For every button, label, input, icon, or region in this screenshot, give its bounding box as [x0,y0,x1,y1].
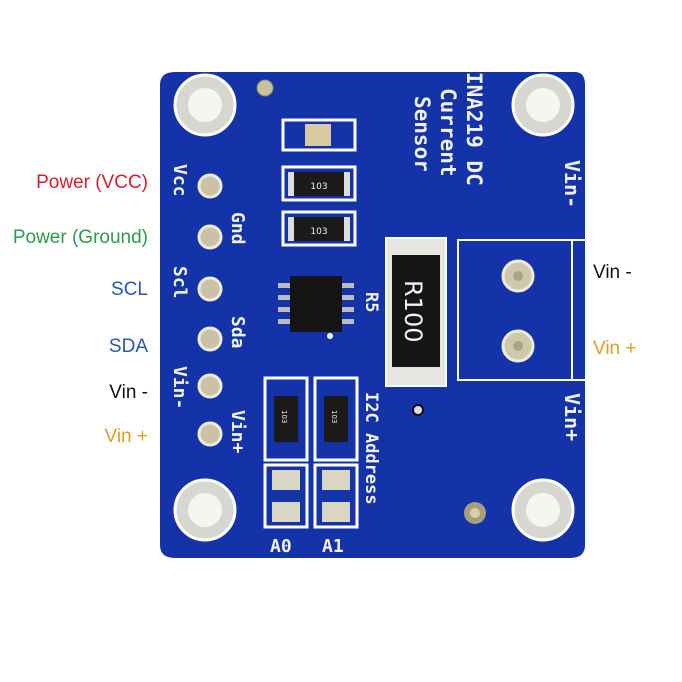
ina219-chip [278,276,354,339]
label-vin-minus-left: Vin - [109,382,148,403]
smd-resistors: 103 103 [281,118,357,247]
jumper-a1-label: A1 [322,536,344,557]
terminal-vin-plus-silk: Vin+ [560,393,584,441]
svg-text:INA219 DC: INA219 DC [462,72,486,186]
svg-text:Scl: Scl [169,266,190,299]
svg-text:Vin-: Vin- [169,366,190,409]
terminal-block [457,239,589,381]
resistor-code-1: 103 [310,182,327,192]
address-jumpers [263,376,359,529]
pin-silkscreen: Vcc Scl Vin- Gnd Sda Vin+ [169,164,248,454]
resistor-code-4: 103 [330,410,338,423]
svg-text:Current: Current [436,88,460,177]
terminal-vin-minus-silk: Vin- [560,160,584,208]
board-title: INA219 DC Current Sensor [410,72,486,186]
label-scl: SCL [111,279,148,300]
shunt-marking: R100 [399,280,427,342]
label-vin-plus-right: Vin + [593,338,637,359]
svg-text:Sda: Sda [227,316,248,349]
header-pins [197,173,223,447]
label-vin-minus-right: Vin - [593,262,632,283]
jumper-a0-label: A0 [270,536,292,557]
label-power-vcc: Power (VCC) [36,172,148,193]
svg-text:Gnd: Gnd [227,212,248,245]
resistor-code-2: 103 [310,227,327,237]
label-sda: SDA [108,336,148,357]
i2c-address-silk: I2C Address [361,392,381,505]
mounting-holes [173,73,575,542]
resistor-code-3: 103 [280,410,288,423]
svg-text:Vcc: Vcc [169,164,190,197]
fiducial-pad [256,79,274,97]
label-power-ground: Power (Ground) [12,227,148,248]
svg-text:Vin+: Vin+ [227,410,248,454]
label-vin-plus-left: Vin + [104,426,149,447]
shunt-resistor: R100 [385,237,447,387]
svg-text:Sensor: Sensor [410,96,434,172]
shunt-ref-label: R5 [361,292,381,312]
